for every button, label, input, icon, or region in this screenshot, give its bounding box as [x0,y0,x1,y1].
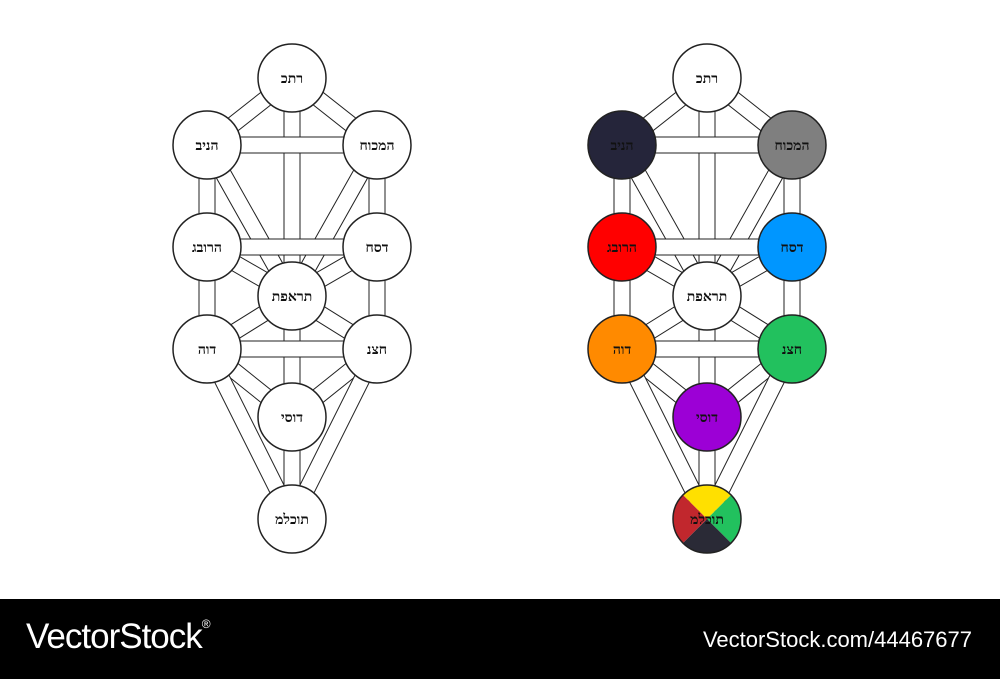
sephirah-label: רתכ [281,71,303,87]
sephirah-circle [587,314,657,384]
tree-of-life-outline: רתכ המכוח הניב דסח הרובג תראפת חצנ דוה דוסי תוכלמ [172,43,412,554]
sephirah-label: דוה [613,342,632,358]
sephirah-circle [342,314,412,384]
quadrant-left [673,494,707,544]
sephirah-binah: הניב [587,110,657,180]
sephirah-circle [757,314,827,384]
image-id: VectorStock.com/44467677 [702,627,972,652]
sephirah-yesod: דוסי [672,382,742,452]
brand-name: VectorStock [26,617,203,656]
sephirah-circle [587,110,657,180]
sephirah-tiferet: תראפת [257,261,327,331]
sephirah-chesed: דסח [342,212,412,282]
footer-bar: VectorStock® VectorStock.com/44467677 [0,599,1000,679]
sephirah-label: המכוח [359,138,394,154]
sephirah-circle [172,212,242,282]
sephirah-label: הרובג [607,240,637,256]
sephirah-label: רתכ [696,71,718,87]
sephirah-circle [172,314,242,384]
sephirah-circle [257,382,327,452]
sephirah-label: דסח [366,240,389,256]
sephirah-circle [257,261,327,331]
sephirah-netzach: חצנ [757,314,827,384]
sephirah-circle [672,43,742,113]
quadrant-right [707,494,741,544]
sephirah-label: תראפת [687,289,728,305]
sephirah-gevurah: הרובג [587,212,657,282]
quadrant-bottom [682,519,732,553]
sephirah-label: דוסי [281,410,303,426]
sephirah-yesod: דוסי [257,382,327,452]
sephirah-circle [172,110,242,180]
sephirah-binah: הניב [172,110,242,180]
sephirah-malkhut: תוכלמ [257,484,327,554]
sephirah-circle [257,43,327,113]
sephirah-label: הניב [610,138,633,154]
sephirah-keter: רתכ [672,43,742,113]
sephirah-hod: דוה [172,314,242,384]
sephirah-label: דסח [781,240,804,256]
sephirah-label: דוסי [696,410,718,426]
tree-of-life-colored: רתכ המכוח הניב דסח הרובג תראפת חצנ דוה דוסי תוכלמ [587,43,827,554]
sephirah-malkhut: תוכלמ [672,484,742,554]
brand-registered-mark: ® [201,617,211,631]
sephirah-label: חצנ [782,342,802,358]
sephirah-label: תוכלמ [275,512,309,528]
sephirah-tiferet: תראפת [672,261,742,331]
quadrant-top [682,484,732,519]
sephirah-circle [587,212,657,282]
sephirah-ring [672,484,742,554]
sephirah-chokhmah: המכוח [342,110,412,180]
sephirah-circle [672,261,742,331]
sephirah-gevurah: הרובג [172,212,242,282]
sephirah-keter: רתכ [257,43,327,113]
sephirah-circle [757,212,827,282]
sephirah-circle [672,382,742,452]
sephirah-label: תראפת [272,289,313,305]
sephirah-label: דוה [198,342,217,358]
sephirah-label: תוכלמ [690,512,724,528]
sephirah-circle [757,110,827,180]
sephirah-chesed: דסח [757,212,827,282]
sephirah-label: המכוח [774,138,809,154]
sephirah-chokhmah: המכוח [757,110,827,180]
brand-logo: VectorStock® [26,617,211,657]
sephirah-label: חצנ [367,342,387,358]
sephirah-label: הניב [195,138,218,154]
sephirah-circle [342,212,412,282]
sephirah-netzach: חצנ [342,314,412,384]
sephirah-label: הרובג [192,240,222,256]
sephirah-circle [257,484,327,554]
sephirah-hod: דוה [587,314,657,384]
sephirah-circle [342,110,412,180]
